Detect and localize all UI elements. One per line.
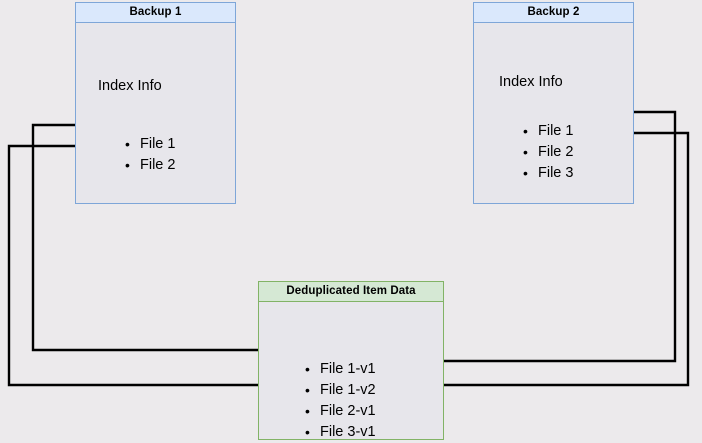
node-backup-1-body: Index Info File 1 File 2 bbox=[75, 23, 236, 204]
node-dedup-body: File 1-v1 File 1-v2 File 2-v1 File 3-v1 bbox=[258, 302, 444, 443]
list-item[interactable]: File 3-v1 bbox=[305, 422, 376, 443]
list-item[interactable]: File 1 bbox=[523, 121, 573, 142]
node-deduplicated-item-data[interactable]: Deduplicated Item Data File 1-v1 File 1-… bbox=[258, 281, 444, 443]
backup-2-file-list: File 1 File 2 File 3 bbox=[523, 121, 573, 184]
node-backup-2[interactable]: Backup 2 Index Info File 1 File 2 File 3 bbox=[473, 2, 634, 204]
node-backup-1[interactable]: Backup 1 Index Info File 1 File 2 bbox=[75, 2, 236, 204]
backup-2-index-label: Index Info bbox=[499, 74, 563, 90]
list-item[interactable]: File 2-v1 bbox=[305, 401, 376, 422]
dedup-file-list: File 1-v1 File 1-v2 File 2-v1 File 3-v1 bbox=[305, 359, 376, 443]
node-backup-2-body: Index Info File 1 File 2 File 3 bbox=[473, 23, 634, 204]
list-item[interactable]: File 1-v1 bbox=[305, 359, 376, 380]
node-backup-1-title: Backup 1 bbox=[75, 2, 236, 23]
node-backup-2-title: Backup 2 bbox=[473, 2, 634, 23]
list-item[interactable]: File 2 bbox=[523, 142, 573, 163]
list-item[interactable]: File 1 bbox=[125, 134, 175, 155]
list-item[interactable]: File 1-v2 bbox=[305, 380, 376, 401]
list-item[interactable]: File 2 bbox=[125, 155, 175, 176]
node-dedup-title: Deduplicated Item Data bbox=[258, 281, 444, 302]
backup-1-index-label: Index Info bbox=[98, 78, 162, 94]
backup-1-file-list: File 1 File 2 bbox=[125, 134, 175, 176]
list-item[interactable]: File 3 bbox=[523, 163, 573, 184]
